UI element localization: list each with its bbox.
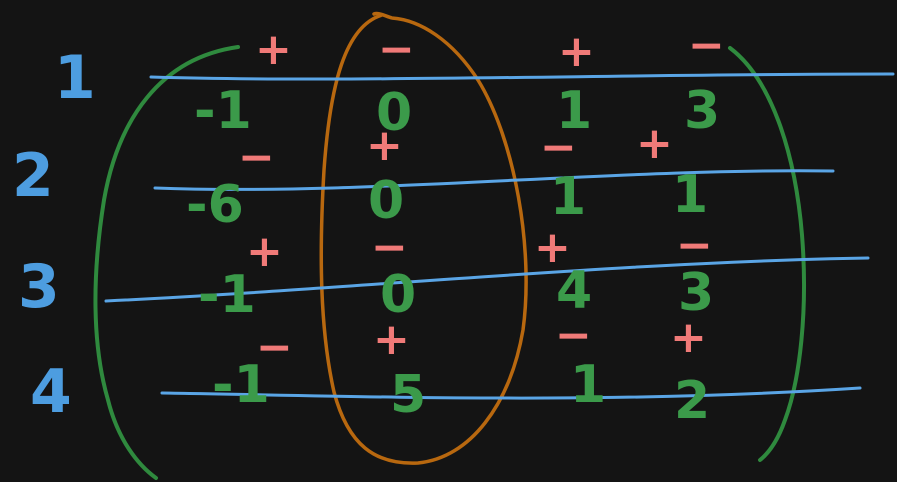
row-3-underline <box>104 256 870 303</box>
value-r2-c1: -6 <box>186 175 244 235</box>
row-underlines <box>104 72 895 400</box>
value-r4-c4: 2 <box>674 371 710 431</box>
matrix-values: -1 0 1 3 -6 0 1 1 -1 0 4 3 -1 5 1 2 <box>186 81 720 431</box>
value-r3-c1: -1 <box>198 265 256 325</box>
sign-r4-c3: − <box>555 310 592 361</box>
row-2-underline <box>153 169 835 191</box>
sign-r3-c3: + <box>534 222 571 273</box>
right-matrix-bracket <box>728 46 806 462</box>
value-r1-c2: 0 <box>376 83 412 143</box>
value-r4-c3: 1 <box>570 355 606 415</box>
row-number-4: 4 <box>30 357 72 427</box>
sign-r2-c2: + <box>366 120 403 171</box>
row-numbers: 1 2 3 4 <box>12 43 96 427</box>
value-r4-c2: 5 <box>390 365 426 425</box>
value-r4-c1: -1 <box>212 355 270 415</box>
value-r2-c4: 1 <box>672 165 708 225</box>
row-number-2: 2 <box>12 141 54 211</box>
row-number-3: 3 <box>18 252 60 322</box>
left-matrix-bracket <box>93 45 240 480</box>
sign-r1-c3: + <box>558 26 595 77</box>
sign-r3-c2: − <box>371 222 408 273</box>
sign-r1-c1: + <box>255 24 292 75</box>
value-r3-c4: 3 <box>678 263 714 323</box>
row-1-underline <box>149 72 895 81</box>
value-r3-c2: 0 <box>380 265 416 325</box>
value-r2-c3: 1 <box>550 167 586 227</box>
sign-r2-c4: + <box>636 118 673 169</box>
value-r1-c4: 3 <box>684 81 720 141</box>
sign-r2-c3: − <box>540 122 577 173</box>
cofactor-signs: + − + − − + − + + − + − − + − + <box>238 20 725 373</box>
value-r3-c3: 4 <box>556 261 592 321</box>
sign-r3-c1: + <box>246 226 283 277</box>
sign-r4-c1: − <box>256 322 293 373</box>
sign-r1-c2: − <box>378 24 415 75</box>
sign-r4-c2: + <box>373 314 410 365</box>
value-r1-c3: 1 <box>556 81 592 141</box>
sign-r4-c4: + <box>670 312 707 363</box>
sign-r1-c4: − <box>688 20 725 71</box>
sign-r2-c1: − <box>238 132 275 183</box>
column-2-highlight-loop <box>319 11 528 465</box>
value-r2-c2: 0 <box>368 171 404 231</box>
sign-r3-c4: − <box>676 220 713 271</box>
value-r1-c1: -1 <box>194 81 252 141</box>
row-4-underline <box>160 386 862 400</box>
row-number-1: 1 <box>54 43 96 113</box>
